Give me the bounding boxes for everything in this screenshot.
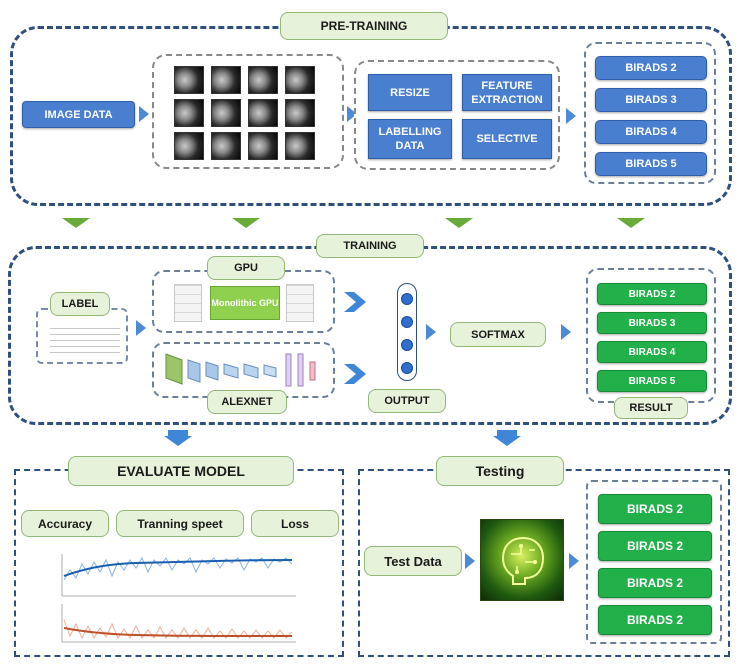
result-label: RESULT	[614, 397, 688, 419]
mammogram-thumb	[174, 66, 204, 94]
arrow-right-icon	[561, 324, 571, 340]
mammogram-thumb	[211, 99, 241, 127]
mammogram-thumb	[174, 99, 204, 127]
arrow-right-icon	[569, 553, 579, 569]
pretraining-classes: BIRADS 2 BIRADS 3 BIRADS 4 BIRADS 5	[584, 42, 716, 184]
arrow-down-icon	[232, 218, 260, 228]
training-title: TRAINING	[316, 234, 424, 258]
mammogram-thumb	[285, 66, 315, 94]
mammogram-thumb	[248, 99, 278, 127]
labelling-data-op: LABELLING DATA	[368, 119, 452, 159]
result-birads-4: BIRADS 4	[597, 341, 707, 363]
softmax-box: SOFTMAX	[450, 322, 546, 347]
evaluate-title: EVALUATE MODEL	[68, 456, 294, 486]
mammogram-thumb	[285, 132, 315, 160]
arrow-down-icon	[62, 218, 90, 228]
class-birads-5: BIRADS 5	[595, 152, 707, 176]
test-data-box: Test Data	[364, 546, 462, 576]
arrow-down-icon	[493, 430, 521, 446]
output-node	[401, 339, 413, 351]
arrow-right-icon	[136, 320, 146, 336]
arrow-right-icon	[139, 106, 149, 122]
testing-title: Testing	[436, 456, 564, 486]
alexnet-label: ALEXNET	[207, 390, 287, 414]
feature-extraction-op: FEATURE EXTRACTION	[462, 74, 552, 111]
metric-loss: Loss	[251, 510, 339, 537]
label-doc	[36, 308, 128, 364]
testing-results: BIRADS 2 BIRADS 2 BIRADS 2 BIRADS 2	[586, 480, 722, 644]
chevron-right-icon	[344, 364, 366, 384]
pretraining-title: PRE-TRAINING	[280, 12, 448, 40]
selective-op: SELECTIVE	[462, 119, 552, 159]
arrow-down-icon	[164, 430, 192, 446]
test-result-birads: BIRADS 2	[598, 605, 712, 635]
output-node	[401, 293, 413, 305]
arrow-right-icon	[465, 553, 475, 569]
image-data-box: IMAGE DATA	[22, 101, 135, 128]
training-curves-plot	[61, 554, 296, 643]
test-result-birads: BIRADS 2	[598, 531, 712, 561]
doc-lines	[50, 328, 120, 358]
mammogram-thumb	[248, 132, 278, 160]
gpu-label: GPU	[207, 256, 285, 280]
gpu-diagram-block	[286, 284, 314, 322]
class-birads-2: BIRADS 2	[595, 56, 707, 80]
class-birads-3: BIRADS 3	[595, 88, 707, 112]
gpu-diagram-block	[174, 284, 202, 322]
arrow-down-icon	[445, 218, 473, 228]
output-node	[401, 362, 413, 374]
arrow-right-icon	[347, 106, 357, 122]
preprocessing-box: RESIZE FEATURE EXTRACTION LABELLING DATA…	[354, 60, 560, 170]
output-layer	[397, 283, 417, 381]
mammogram-thumb	[174, 132, 204, 160]
class-birads-4: BIRADS 4	[595, 120, 707, 144]
brain-icon	[501, 536, 545, 585]
arrow-right-icon	[566, 108, 576, 124]
chevron-right-icon	[344, 292, 366, 312]
arrow-right-icon	[426, 324, 436, 340]
metric-accuracy: Accuracy	[21, 510, 109, 537]
test-result-birads: BIRADS 2	[598, 568, 712, 598]
mammogram-thumb	[248, 66, 278, 94]
training-results: BIRADS 2 BIRADS 3 BIRADS 4 BIRADS 5	[586, 268, 716, 403]
mammogram-grid	[152, 54, 344, 169]
result-birads-2: BIRADS 2	[597, 283, 707, 305]
test-result-birads: BIRADS 2	[598, 494, 712, 524]
mammogram-thumb	[285, 99, 315, 127]
mammogram-thumb	[211, 132, 241, 160]
output-node	[401, 316, 413, 328]
alexnet-diagram	[165, 353, 316, 387]
result-birads-3: BIRADS 3	[597, 312, 707, 334]
gpu-panel: Monolithic GPU	[152, 270, 335, 333]
label-box: LABEL	[50, 292, 110, 316]
resize-op: RESIZE	[368, 74, 452, 111]
mammogram-thumb	[211, 66, 241, 94]
output-label: OUTPUT	[368, 389, 446, 413]
arrow-down-icon	[617, 218, 645, 228]
ai-brain-image	[480, 519, 564, 601]
metric-training-speed: Tranning speet	[116, 510, 244, 537]
result-birads-5: BIRADS 5	[597, 370, 707, 392]
gpu-chip: Monolithic GPU	[210, 286, 280, 320]
